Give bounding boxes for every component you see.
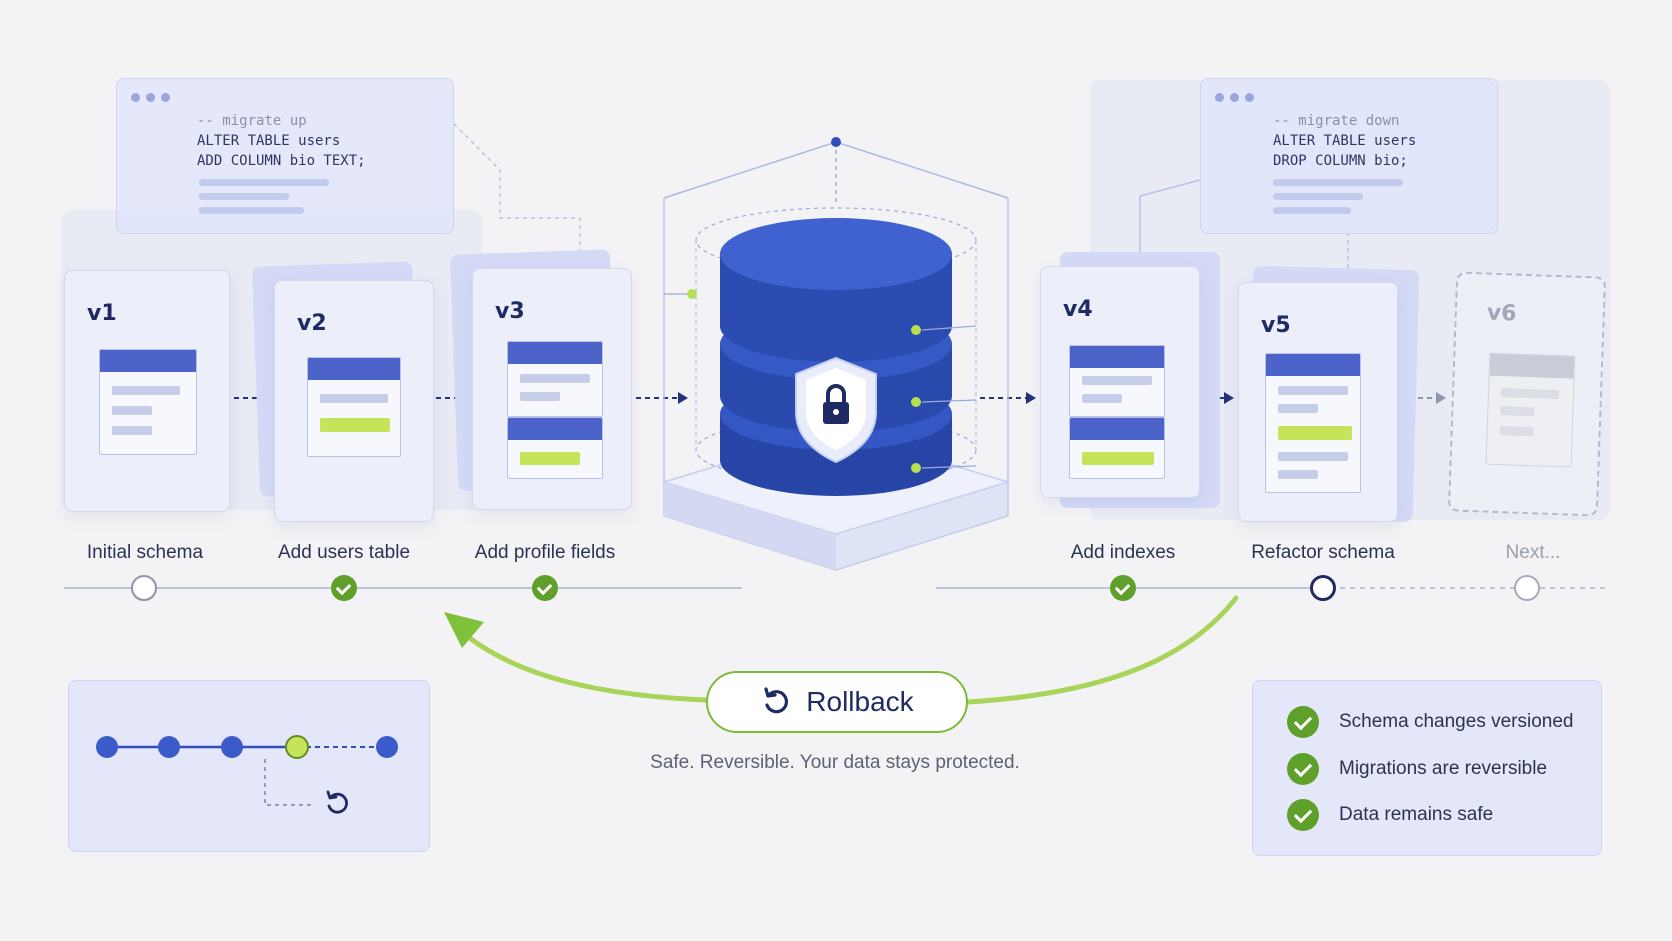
checklist-text: Migrations are reversible xyxy=(1339,758,1548,779)
timeline-node-v2[interactable] xyxy=(331,575,357,601)
checklist-text: Data remains safe xyxy=(1339,804,1494,825)
version-card-v3[interactable]: v3 xyxy=(472,268,632,510)
history-track xyxy=(96,735,398,814)
checklist-text: Schema changes versioned xyxy=(1339,711,1574,732)
placeholder-line xyxy=(1273,179,1403,186)
placeholder-line xyxy=(199,207,304,214)
timeline-node-v1[interactable] xyxy=(131,575,157,601)
step-label-v2: Add users table xyxy=(277,542,411,563)
step-label-v6: Next... xyxy=(1505,542,1561,563)
version-history-panel xyxy=(68,680,430,852)
checklist-item: Data remains safe xyxy=(1287,799,1493,831)
step-label-v5: Refactor schema xyxy=(1251,542,1395,563)
timeline-node-v6[interactable] xyxy=(1514,575,1540,601)
undo-arrow-icon xyxy=(764,687,789,714)
checklist-item: Schema changes versioned xyxy=(1287,706,1573,738)
code-comment: -- migrate up xyxy=(197,113,307,129)
window-dots xyxy=(1215,93,1254,102)
version-card-v2[interactable]: v2 xyxy=(274,280,434,522)
timeline-node-v4[interactable] xyxy=(1110,575,1136,601)
schema-window-icon xyxy=(1265,353,1361,493)
code-line: ADD COLUMN bio TEXT; xyxy=(197,153,366,169)
shield-lock-icon xyxy=(795,356,877,464)
schema-window-icon xyxy=(307,357,401,457)
version-tag: v5 xyxy=(1261,313,1291,338)
schema-window-icon xyxy=(99,349,197,455)
code-line: ALTER TABLE users xyxy=(1273,133,1417,149)
rollback-label: Rollback xyxy=(806,686,914,717)
version-card-v1[interactable]: v1 xyxy=(64,270,230,512)
schema-window-icon xyxy=(507,417,603,479)
rollback-tagline: Safe. Reversible. Your data stays protec… xyxy=(650,752,1020,773)
step-label-v4: Add indexes xyxy=(1070,542,1176,563)
version-tag: v4 xyxy=(1063,297,1093,322)
schema-window-icon xyxy=(1069,345,1165,417)
code-comment: -- migrate down xyxy=(1273,113,1400,129)
code-line: DROP COLUMN bio; xyxy=(1273,153,1408,169)
timeline-node-v3[interactable] xyxy=(532,575,558,601)
schema-window-icon xyxy=(1485,352,1576,468)
timeline-node-v5[interactable] xyxy=(1310,575,1336,601)
check-circle-icon xyxy=(1287,753,1319,785)
checklist-item: Migrations are reversible xyxy=(1287,753,1547,785)
code-line: ALTER TABLE users xyxy=(197,133,341,149)
placeholder-line xyxy=(1273,207,1351,214)
check-circle-icon xyxy=(1287,799,1319,831)
window-dots xyxy=(131,93,170,102)
version-card-v4[interactable]: v4 xyxy=(1040,266,1200,498)
version-tag: v6 xyxy=(1486,300,1517,327)
migrate-up-panel: -- migrate up ALTER TABLE users ADD COLU… xyxy=(116,78,454,234)
placeholder-line xyxy=(1273,193,1363,200)
rollback-button[interactable]: Rollback xyxy=(706,671,968,733)
benefits-checklist: Schema changes versioned Migrations are … xyxy=(1252,680,1602,856)
migrate-down-panel: -- migrate down ALTER TABLE users DROP C… xyxy=(1200,78,1498,234)
schema-window-icon xyxy=(1069,417,1165,479)
check-circle-icon xyxy=(1287,706,1319,738)
schema-window-icon xyxy=(507,341,603,417)
version-card-v5[interactable]: v5 xyxy=(1238,282,1398,522)
step-label-v3: Add profile fields xyxy=(474,542,616,563)
version-tag: v1 xyxy=(87,301,117,326)
database-illustration xyxy=(661,137,1011,571)
placeholder-line xyxy=(199,179,329,186)
step-label-v1: Initial schema xyxy=(86,542,204,563)
undo-arrow-icon xyxy=(326,790,348,814)
version-card-v6[interactable]: v6 xyxy=(1447,271,1607,517)
placeholder-line xyxy=(199,193,289,200)
version-tag: v2 xyxy=(297,311,327,336)
version-tag: v3 xyxy=(495,299,525,324)
